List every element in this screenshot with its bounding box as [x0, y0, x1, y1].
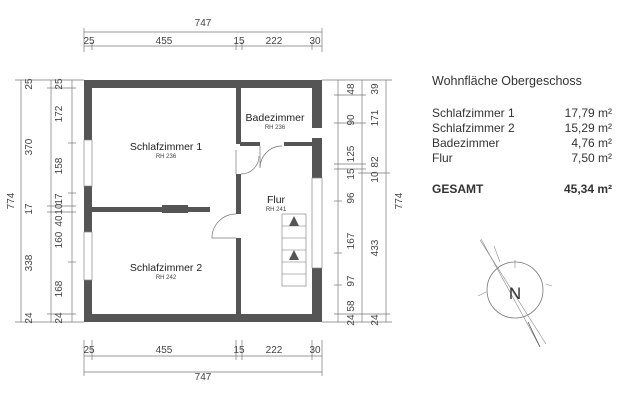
room-schlafzimmer1-name: Schlafzimmer 1	[130, 141, 203, 153]
right-inner-9: 24	[346, 314, 357, 326]
right-inner-3: 125	[346, 145, 357, 162]
walls	[84, 80, 322, 322]
compass-label: N	[509, 284, 521, 303]
left-inner-6: 40	[54, 215, 65, 227]
legend-room-name: Schlafzimmer 1	[432, 106, 515, 120]
left-outer-bottom: 24	[24, 312, 35, 324]
room-flur-name: Flur	[267, 194, 286, 206]
legend-total-label: GESAMT	[432, 182, 484, 196]
right-mid-5: 433	[370, 239, 381, 256]
legend-row: Flur 7,50 m²	[432, 151, 612, 166]
top-dim-3: 15	[233, 36, 245, 47]
right-inner-6: 167	[346, 232, 357, 249]
left-inner-2: 172	[54, 105, 65, 122]
right-mid-1: 39	[370, 83, 381, 95]
legend-room-name: Schlafzimmer 2	[432, 121, 515, 135]
room-schlafzimmer1-rh: RH 236	[156, 154, 177, 160]
legend-total-area: 45,34 m²	[563, 182, 612, 196]
staircase	[281, 213, 307, 287]
right-total-height: 774	[394, 192, 405, 209]
legend-room-area: 15,29 m²	[564, 121, 612, 135]
windows	[83, 139, 323, 281]
top-total-width: 747	[195, 18, 212, 29]
north-compass-icon: N	[477, 238, 553, 348]
room-badezimmer-name: Badezimmer	[246, 112, 305, 124]
left-outer-3: 338	[24, 254, 35, 271]
right-inner-1: 48	[346, 83, 357, 95]
legend-title: Wohnfläche Obergeschoss	[432, 74, 582, 88]
room-badezimmer-rh: RH 236	[265, 125, 286, 131]
legend-room-area: 4,76 m²	[571, 136, 612, 150]
bottom-dimensions	[83, 340, 323, 376]
legend-room-area: 17,79 m²	[564, 106, 612, 120]
room-flur-rh: RH 241	[266, 207, 287, 213]
top-dim-2: 455	[156, 36, 173, 47]
doors	[211, 145, 283, 239]
right-dimensions	[322, 79, 392, 323]
left-outer-2: 17	[24, 203, 35, 215]
right-mid-3: 82	[370, 156, 381, 168]
top-dim-5: 30	[309, 36, 321, 47]
left-outer-1: 370	[24, 138, 35, 155]
top-dim-1: 25	[83, 36, 95, 47]
bottom-dim-5: 30	[309, 345, 321, 356]
legend-row: Schlafzimmer 1 17,79 m²	[432, 106, 612, 121]
area-legend: Wohnfläche Obergeschoss Schlafzimmer 1 1…	[432, 74, 612, 196]
bottom-dim-3: 15	[233, 345, 245, 356]
left-total-height: 774	[6, 192, 17, 209]
top-dim-4: 222	[266, 36, 283, 47]
legend-room-name: Badezimmer	[432, 136, 500, 150]
right-inner-2: 90	[346, 114, 357, 126]
left-inner-5: 10	[54, 203, 65, 215]
top-dimensions	[83, 28, 323, 52]
bottom-total-width: 747	[195, 372, 212, 383]
room-schlafzimmer2-rh: RH 242	[156, 275, 177, 281]
legend-row: Schlafzimmer 2 15,29 m²	[432, 121, 612, 136]
right-inner-4: 15	[346, 168, 357, 180]
left-inner-9: 24	[54, 312, 65, 324]
right-inner-7: 97	[346, 275, 357, 287]
right-inner-8: 58	[346, 300, 357, 312]
room-schlafzimmer2-name: Schlafzimmer 2	[130, 262, 203, 274]
legend-row: Badezimmer 4,76 m²	[432, 136, 612, 151]
left-inner-1: 25	[54, 78, 65, 90]
legend-total-row: GESAMT 45,34 m²	[432, 182, 612, 196]
left-inner-8: 168	[54, 280, 65, 297]
right-mid-2: 171	[370, 109, 381, 126]
bottom-dim-4: 222	[266, 345, 283, 356]
legend-room-name: Flur	[432, 151, 453, 165]
right-inner-5: 96	[346, 192, 357, 204]
left-dimensions	[15, 79, 84, 323]
left-inner-7: 160	[54, 231, 65, 248]
bottom-dim-1: 25	[83, 345, 95, 356]
left-inner-3: 158	[54, 157, 65, 174]
legend-room-area: 7,50 m²	[571, 151, 612, 165]
left-outer-top: 25	[24, 78, 35, 90]
right-mid-4: 10	[370, 171, 381, 183]
right-mid-6: 24	[370, 314, 381, 326]
bottom-dim-2: 455	[156, 345, 173, 356]
left-inner-4: 17	[54, 193, 65, 205]
